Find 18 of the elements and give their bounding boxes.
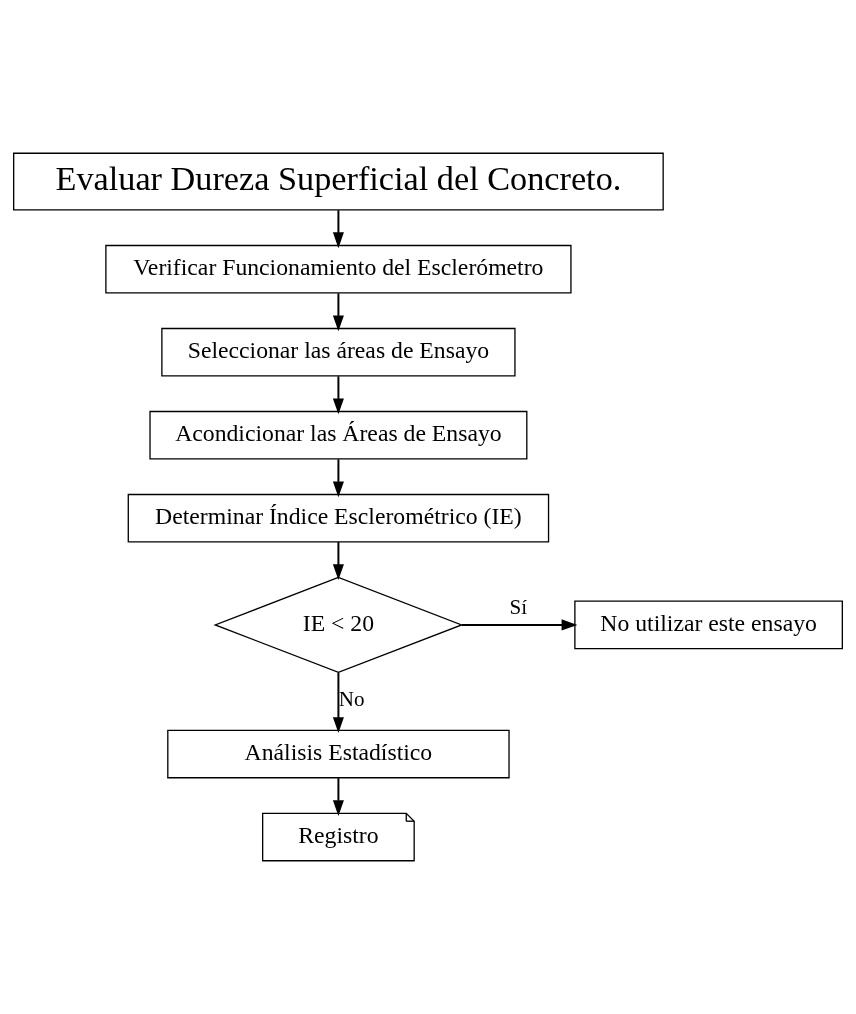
node-box: Verificar Funcionamiento del Esclerómetro (105, 244, 572, 294)
arrow (460, 619, 578, 631)
node-box: Evaluar Dureza Superficial del Concreto. (13, 152, 664, 211)
arrow (332, 777, 344, 817)
node-box: No utilizar este ensayo (574, 600, 843, 650)
arrow (332, 541, 344, 581)
edge-label: No (338, 687, 365, 712)
node-box: Seleccionar las áreas de Ensayo (161, 327, 516, 377)
arrow (332, 458, 344, 498)
node-box: Análisis Estadístico (167, 729, 510, 779)
node-box: Determinar Índice Esclerométrico (IE) (127, 493, 550, 543)
arrow (332, 292, 344, 332)
arrow (332, 375, 344, 415)
node-box: Acondicionar las Áreas de Ensayo (149, 410, 528, 460)
arrow (332, 671, 344, 734)
node-diamond: IE < 20 (213, 576, 464, 674)
arrow (332, 209, 344, 249)
edge-label: Sí (509, 595, 528, 620)
